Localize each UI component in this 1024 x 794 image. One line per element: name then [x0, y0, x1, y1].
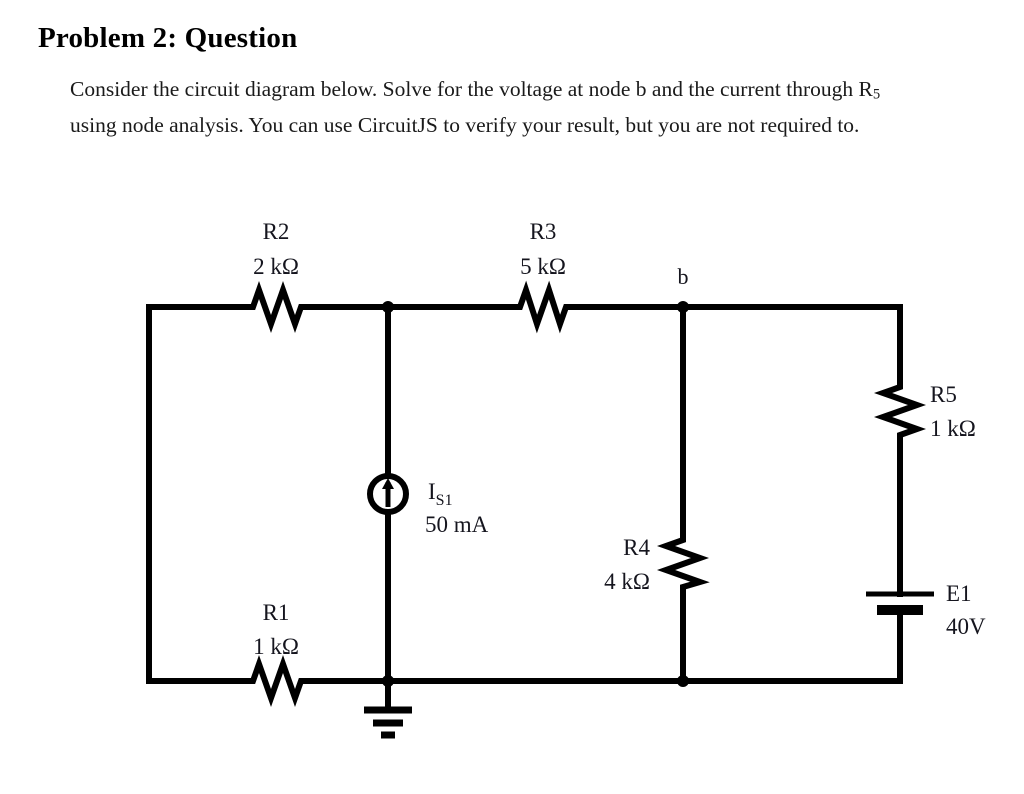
voltage-source-e1-value: 40V	[946, 614, 986, 639]
resistor-r3-value: 5 kΩ	[520, 254, 566, 279]
resistor-r3-name: R3	[530, 219, 557, 244]
resistor-r4-name: R4	[623, 535, 650, 560]
problem-statement-subscript: 5	[872, 86, 881, 103]
current-source-label: IS1	[428, 479, 453, 509]
resistor-r4: R4 4 kΩ	[604, 535, 710, 594]
circuit-wires	[146, 304, 903, 713]
junction-dot-node-b-bottom	[677, 675, 689, 687]
resistor-r1-value: 1 kΩ	[253, 634, 299, 659]
node-label-b: b	[678, 264, 689, 289]
junction-dot-center-top	[382, 301, 394, 313]
current-source-arrow-head	[382, 478, 394, 489]
circuit-diagram: R2 2 kΩ R3 5 kΩ R1 1 kΩ R4 4 kΩ R5 1 kΩ	[0, 186, 1024, 766]
resistor-r5-value: 1 kΩ	[930, 416, 976, 441]
current-source-name: I	[428, 479, 436, 504]
resistor-r1: R1 1 kΩ	[248, 600, 305, 708]
problem-statement: Consider the circuit diagram below. Solv…	[70, 74, 915, 140]
resistor-r5-name: R5	[930, 382, 957, 407]
resistor-r2-name: R2	[263, 219, 290, 244]
junction-dot-node-b	[677, 301, 689, 313]
current-source-value: 50 mA	[425, 512, 489, 537]
voltage-source-e1: E1 40V	[866, 581, 986, 639]
junction-dot-ground	[382, 675, 394, 687]
resistor-r2-value: 2 kΩ	[253, 254, 299, 279]
resistor-r5: R5 1 kΩ	[873, 382, 976, 441]
resistor-r3: R3 5 kΩ	[515, 219, 570, 334]
problem-statement-part1: Consider the circuit diagram below. Solv…	[70, 77, 873, 101]
current-source-name-subscript: S1	[436, 492, 453, 509]
page-title: Problem 2: Question	[38, 22, 298, 54]
resistor-r4-value: 4 kΩ	[604, 569, 650, 594]
resistor-r2: R2 2 kΩ	[248, 219, 305, 334]
problem-statement-part2: using node analysis. You can use Circuit…	[70, 112, 860, 137]
resistor-r1-name: R1	[263, 600, 290, 625]
ground-symbol	[364, 706, 412, 739]
voltage-source-e1-name: E1	[946, 581, 972, 606]
current-source-is1: IS1 50 mA	[367, 473, 489, 537]
